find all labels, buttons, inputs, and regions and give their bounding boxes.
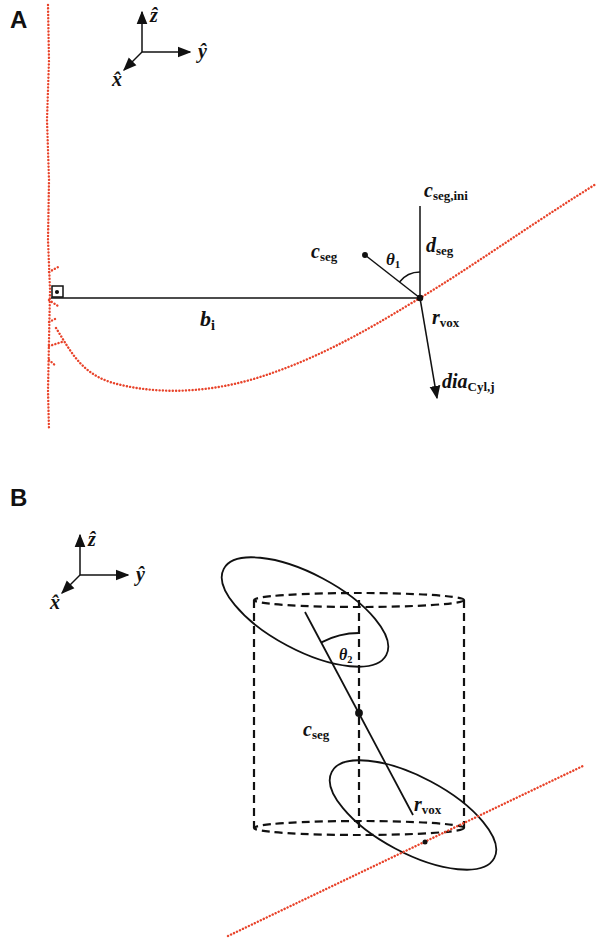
symbol-label: θ1 bbox=[386, 250, 400, 270]
text-base: c bbox=[311, 240, 320, 262]
fibre-trace bbox=[47, 5, 596, 430]
axis-label: ŷ bbox=[198, 40, 207, 63]
text-base: ẑ bbox=[150, 4, 158, 26]
tilted-cylinder bbox=[206, 535, 512, 891]
symbol-label: dseg bbox=[426, 234, 453, 257]
symbol-label: diaCyl,j bbox=[442, 370, 495, 393]
symbol-label: cseg bbox=[311, 240, 337, 263]
panel-letter: B bbox=[10, 484, 27, 512]
upright-cylinder bbox=[254, 593, 464, 835]
symbol-label: cseg bbox=[303, 718, 329, 741]
fibre-trace-b bbox=[228, 765, 585, 936]
text-base: θ bbox=[339, 646, 347, 663]
text-subscript: 1 bbox=[395, 258, 401, 270]
text-subscript: seg,ini bbox=[433, 188, 468, 203]
text-subscript: seg bbox=[312, 727, 329, 742]
node-outline bbox=[307, 185, 533, 411]
voxel-dot bbox=[423, 840, 428, 845]
text-base: ẑ bbox=[88, 528, 96, 550]
text-subscript: 2 bbox=[347, 654, 352, 665]
text-base: r bbox=[414, 793, 422, 815]
axis-label: ŷ bbox=[136, 563, 145, 586]
text-base: dia bbox=[442, 370, 468, 392]
axis-label: ẑ bbox=[88, 528, 96, 551]
text-base: ŷ bbox=[198, 40, 207, 62]
symbol-label: rvox bbox=[414, 793, 441, 816]
text-base: x̂ bbox=[112, 68, 122, 90]
cylinder-region: θ2 cseg rvox bbox=[220, 565, 500, 865]
axis-label: ẑ bbox=[150, 4, 158, 27]
text-base: A bbox=[10, 6, 27, 33]
text-base: c bbox=[424, 179, 433, 201]
axis-label: x̂ bbox=[50, 591, 60, 614]
symbol-label: cseg,ini bbox=[424, 179, 468, 202]
panel-letter: A bbox=[10, 6, 27, 34]
symbol-label: rvox bbox=[432, 306, 459, 329]
node-outline bbox=[220, 565, 500, 865]
text-base: θ bbox=[386, 250, 395, 269]
geometry-a bbox=[51, 206, 437, 398]
text-subscript: Cyl,j bbox=[468, 379, 495, 394]
axis-label: bi bbox=[200, 306, 215, 331]
text-subscript: vox bbox=[440, 315, 460, 330]
text-subscript: seg bbox=[436, 243, 453, 258]
text-subscript: seg bbox=[320, 249, 337, 264]
text-base: x̂ bbox=[50, 591, 60, 613]
text-base: r bbox=[432, 306, 440, 328]
text-base: ŷ bbox=[136, 563, 145, 585]
text-base: b bbox=[200, 306, 211, 331]
search-sphere: cseg,inicsegθ1dsegrvoxdiaCyl,j bbox=[307, 185, 533, 411]
text-subscript: i bbox=[211, 317, 215, 333]
text-subscript: vox bbox=[422, 802, 442, 817]
text-base: B bbox=[10, 484, 27, 511]
symbol-label: θ2 bbox=[339, 646, 353, 664]
text-base: d bbox=[426, 234, 436, 256]
axis-label: x̂ bbox=[112, 68, 122, 91]
text-base: c bbox=[303, 718, 312, 740]
